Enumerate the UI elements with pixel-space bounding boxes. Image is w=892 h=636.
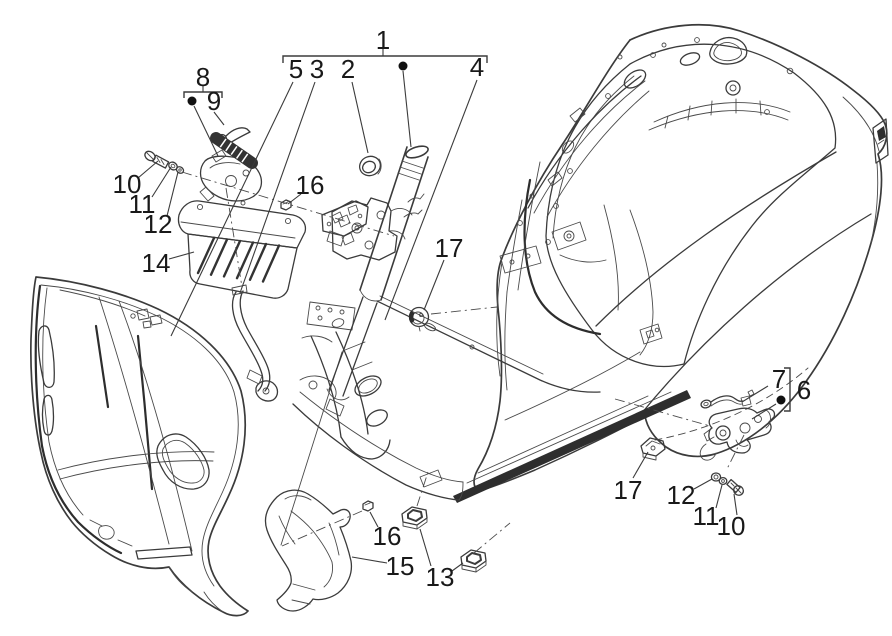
leader-callout-17-upper (423, 259, 445, 311)
callout-label-1: 1 (376, 25, 390, 55)
bullet-callout-8 (187, 96, 197, 106)
striker-bracket (640, 437, 666, 461)
leader-callout-1 (402, 70, 412, 148)
latch-assembly (699, 407, 776, 461)
front-shield-illustration (29, 276, 249, 617)
callout-label-10-right: 10 (717, 511, 746, 541)
steering-tube (325, 145, 429, 417)
callout-brackets (183, 55, 791, 412)
leader-callout-17-lower (632, 451, 649, 479)
leader-callout-10-left (137, 160, 159, 179)
callout-label-17-upper: 17 (435, 233, 464, 263)
callout-label-11-left: 11 (129, 189, 156, 219)
callout-label-15: 15 (386, 551, 415, 581)
callout-label-7: 7 (772, 364, 786, 394)
callout-label-12-right: 12 (667, 480, 696, 510)
leader-callout-15 (351, 556, 388, 564)
leader-callout-13a (419, 528, 432, 567)
knee-panel (264, 489, 353, 612)
bullet-callout-1 (398, 61, 408, 71)
steering-lock-bracket (331, 197, 413, 261)
stay-rod (231, 284, 279, 402)
leader-callout-7 (741, 385, 769, 403)
centerline-c5 (614, 398, 711, 427)
floor-rail (453, 390, 691, 503)
leader-callout-12-right (693, 478, 713, 490)
release-cable (700, 389, 755, 409)
bracket-group-8 (183, 91, 223, 98)
centerline-c4 (430, 306, 498, 315)
screw-washers-left (144, 150, 185, 174)
frame-body-illustration (473, 23, 889, 492)
leader-callout-14 (168, 251, 195, 260)
centerline-c1 (181, 171, 395, 237)
bracket-group-6 (784, 367, 791, 412)
callout-label-16-lower: 16 (373, 521, 402, 551)
leader-callout-3 (239, 81, 316, 294)
centerline-c3 (281, 510, 363, 547)
callout-label-5: 5 (289, 54, 303, 84)
callout-label-2: 2 (341, 54, 355, 84)
callout-label-11-right: 11 (693, 501, 720, 531)
callout-label-17-lower: 17 (614, 475, 643, 505)
horn-cover (177, 200, 307, 299)
rubber-pad-front (401, 506, 428, 530)
leader-callout-11-left (151, 166, 172, 198)
callout-label-8: 8 (196, 62, 210, 92)
leader-callout-8 (193, 105, 219, 157)
leader-callout-5 (170, 81, 294, 337)
leader-callout-12-left (166, 171, 179, 217)
frame-bolt-dots (517, 37, 794, 245)
centerline-c6 (726, 434, 745, 470)
centerline-c8 (473, 522, 511, 554)
clip-upper (280, 199, 292, 211)
lock-assembly (199, 127, 263, 202)
bracket-group-1 (282, 55, 488, 63)
leader-callout-16-lower (369, 511, 379, 528)
assembly-centerlines (181, 171, 745, 554)
callout-leaders (137, 49, 777, 572)
bullet-callout-6 (776, 395, 786, 405)
leader-callout-6 (751, 403, 777, 420)
leader-callout-10-right (733, 493, 738, 516)
grommet (408, 306, 430, 332)
leader-callout-2 (351, 81, 369, 154)
centerline-c2 (225, 187, 243, 288)
callout-bullets (187, 61, 786, 405)
callout-label-9: 9 (207, 86, 221, 116)
bushing-ring (358, 155, 382, 177)
callout-label-3: 3 (310, 54, 324, 84)
callout-label-14: 14 (142, 248, 171, 278)
callout-label-4: 4 (470, 52, 484, 82)
floor-tunnel-illustration (280, 295, 691, 546)
frame-side-bracket (321, 200, 369, 247)
centerline-c7 (416, 471, 429, 507)
leader-callout-4 (384, 79, 478, 321)
clip-lower (362, 500, 374, 512)
screw-washers-right (710, 472, 744, 496)
callout-label-12-left: 12 (144, 209, 173, 239)
callout-label-6: 6 (797, 375, 811, 405)
leader-callout-16-upper (287, 193, 302, 205)
callout-label-10-left: 10 (113, 169, 142, 199)
callout-label-16-upper: 16 (296, 170, 325, 200)
leader-callout-13b (451, 562, 464, 572)
leader-callout-9 (213, 111, 225, 126)
rubber-pad-rear (460, 549, 487, 573)
leader-callout-11-right (715, 484, 723, 509)
callout-label-13: 13 (426, 562, 455, 592)
